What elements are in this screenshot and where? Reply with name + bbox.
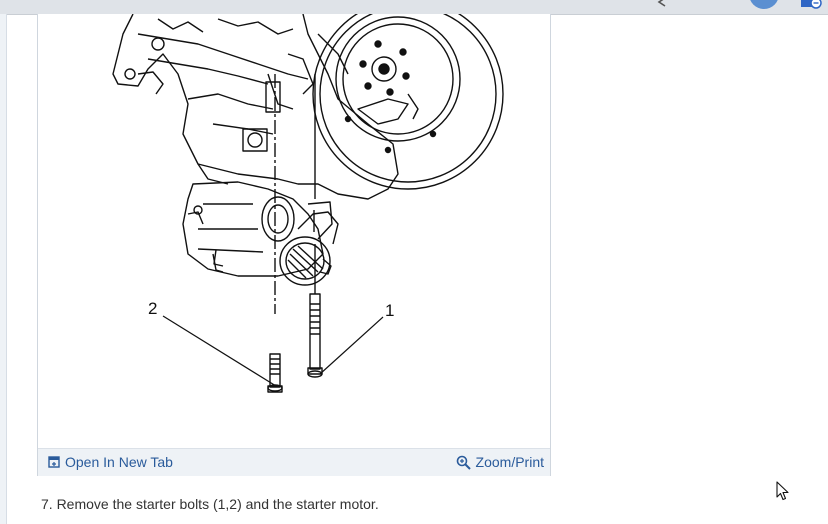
figure-panel: 2 1 Open In New Tab Zoom/Print — [37, 14, 551, 476]
zoom-in-icon — [456, 455, 471, 470]
zoom-print-label: Zoom/Print — [475, 454, 544, 470]
starter-motor — [182, 181, 339, 286]
instruction-step: 7. Remove the starter bolts (1,2) and th… — [41, 496, 379, 512]
figure-footer: Open In New Tab Zoom/Print — [38, 448, 550, 476]
flywheel — [312, 14, 504, 190]
profile-avatar[interactable] — [749, 0, 779, 9]
extension-icon[interactable] — [801, 0, 823, 9]
mouse-pointer-icon — [776, 481, 789, 501]
zoom-print-link[interactable]: Zoom/Print — [456, 454, 544, 470]
callout-label-1: 1 — [385, 301, 394, 320]
open-in-new-tab-link[interactable]: Open In New Tab — [48, 454, 173, 470]
back-arrow-icon[interactable] — [655, 0, 669, 7]
left-scroll-strip — [0, 14, 7, 524]
open-in-new-tab-icon — [48, 456, 60, 468]
engine-block — [112, 14, 399, 200]
starter-removal-illustration: 2 1 — [112, 14, 504, 393]
browser-toolbar — [0, 0, 828, 15]
open-in-new-tab-label: Open In New Tab — [65, 454, 173, 470]
bolt-1 — [307, 74, 323, 378]
bolt-2 — [267, 74, 283, 393]
callout-label-2: 2 — [148, 299, 157, 318]
